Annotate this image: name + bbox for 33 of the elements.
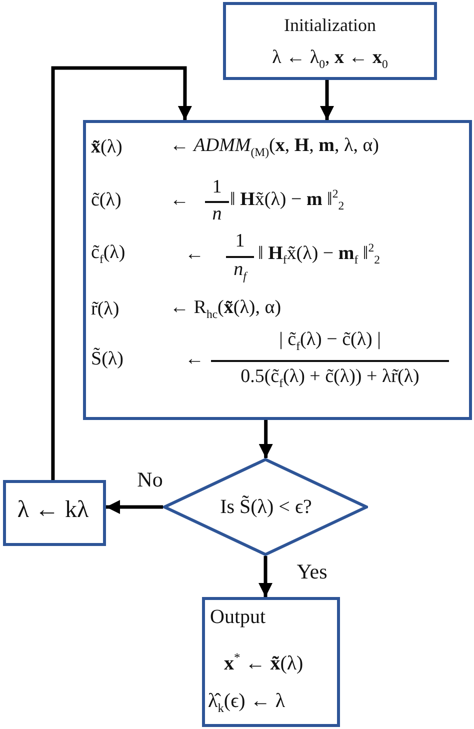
fraction-denominator: n (212, 204, 222, 226)
arrow (51, 66, 192, 480)
formula-text: S̃(λ) (91, 350, 124, 370)
formula-text: c̃(λ) (91, 190, 122, 212)
fraction-denominator: 0.5(c̃$_{f}$(λ) + c̃(λ)) + λr̃(λ) (240, 367, 420, 391)
formula-text: x̃(λ) (91, 138, 122, 158)
formula-text: r̃(λ) (91, 300, 120, 320)
fraction-numerator: | c̃$_{f}$(λ) − c̃(λ) | (279, 330, 381, 354)
process-box (3, 480, 106, 546)
formula-text: ← R$_{hc}$(x̃(λ), α) (170, 298, 282, 322)
formula-text: λ ← kλ (17, 496, 89, 524)
formula-text: ← (170, 190, 189, 212)
formula-text: λ̂$_{k}$(ϵ) ← λ (208, 690, 286, 716)
formula-text: ← (185, 350, 204, 370)
heading-text: Output (210, 606, 266, 628)
arrow (258, 556, 272, 597)
process-box (202, 597, 340, 727)
formula-text: ← (185, 244, 204, 266)
process-box (223, 2, 437, 80)
fraction-denominator: n$_{f}$ (234, 260, 246, 284)
arrow (106, 500, 163, 514)
fraction-numerator: 1 (212, 178, 222, 198)
arrow (258, 420, 273, 458)
fraction-numerator: 1 (235, 232, 245, 252)
formula-text: ← ADMM$_{(M)}$(x, H, m, λ, α) (170, 136, 379, 160)
heading-text: Initialization (284, 16, 376, 36)
decision-text: Is S̃(λ) < ϵ? (220, 496, 312, 518)
formula-text: c̃$_{f}$(λ) (91, 243, 126, 267)
arrow (320, 80, 334, 120)
formula-text: λ ← λ$_{0}$, x ← x$_{0}$ (272, 48, 388, 72)
decision-diamond (163, 458, 368, 556)
formula-text: x$^{*}$ ← x̃(λ) (224, 652, 304, 674)
process-box (83, 120, 472, 420)
